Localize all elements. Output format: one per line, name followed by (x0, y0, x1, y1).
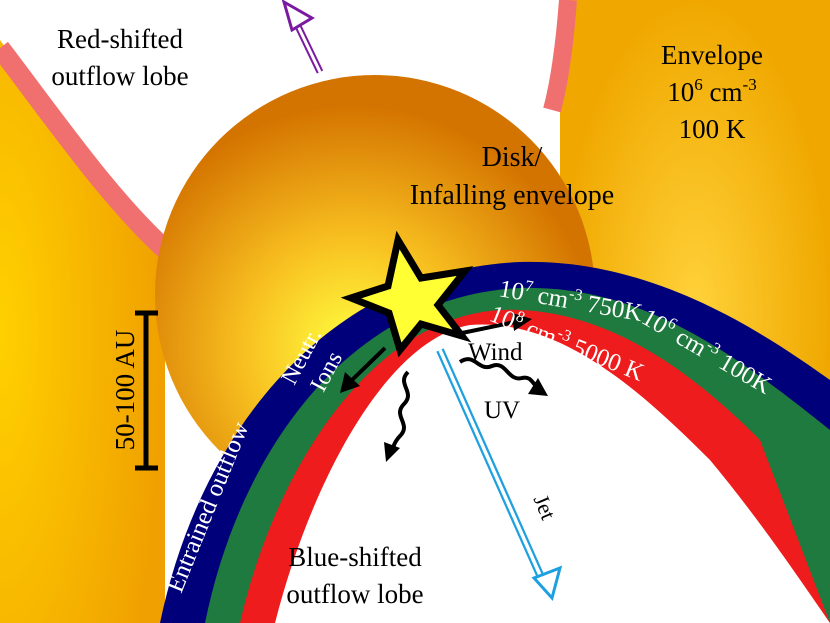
blue-shifted-cavity (275, 324, 830, 623)
wind-arrow-icon (461, 313, 532, 335)
red-outflow-edge-left (0, 41, 175, 260)
disk-label-1: Disk/ (482, 142, 543, 173)
envelope-title: Envelope (661, 40, 763, 70)
red-outflow-edge-right (543, 0, 577, 113)
ions-arrow-icon (340, 346, 387, 393)
red-lobe-label-1: Red-shifted (57, 24, 183, 54)
envelope-left (0, 40, 165, 623)
blue-lobe-label-2: outflow lobe (286, 579, 423, 609)
uv-label: UV (484, 397, 520, 424)
star-icon (340, 230, 474, 358)
jet-arrow-icon (436, 348, 563, 602)
uv-wavy-arrow-right-icon (458, 357, 548, 396)
red-lobe-arrow-icon (281, 0, 324, 74)
disk-label-2: Infalling envelope (410, 180, 614, 211)
scale-bar-label: 50-100 AU (110, 330, 140, 451)
uv-wavy-arrow-down-icon (384, 370, 410, 462)
envelope-density: 106 cm-3 (667, 75, 756, 107)
blue-lobe-label-1: Blue-shifted (288, 542, 422, 572)
wind-label: Wind (468, 339, 523, 366)
red-lobe-label-2: outflow lobe (51, 61, 188, 91)
envelope-temp: 100 K (679, 114, 746, 144)
scale-bar (135, 310, 158, 471)
